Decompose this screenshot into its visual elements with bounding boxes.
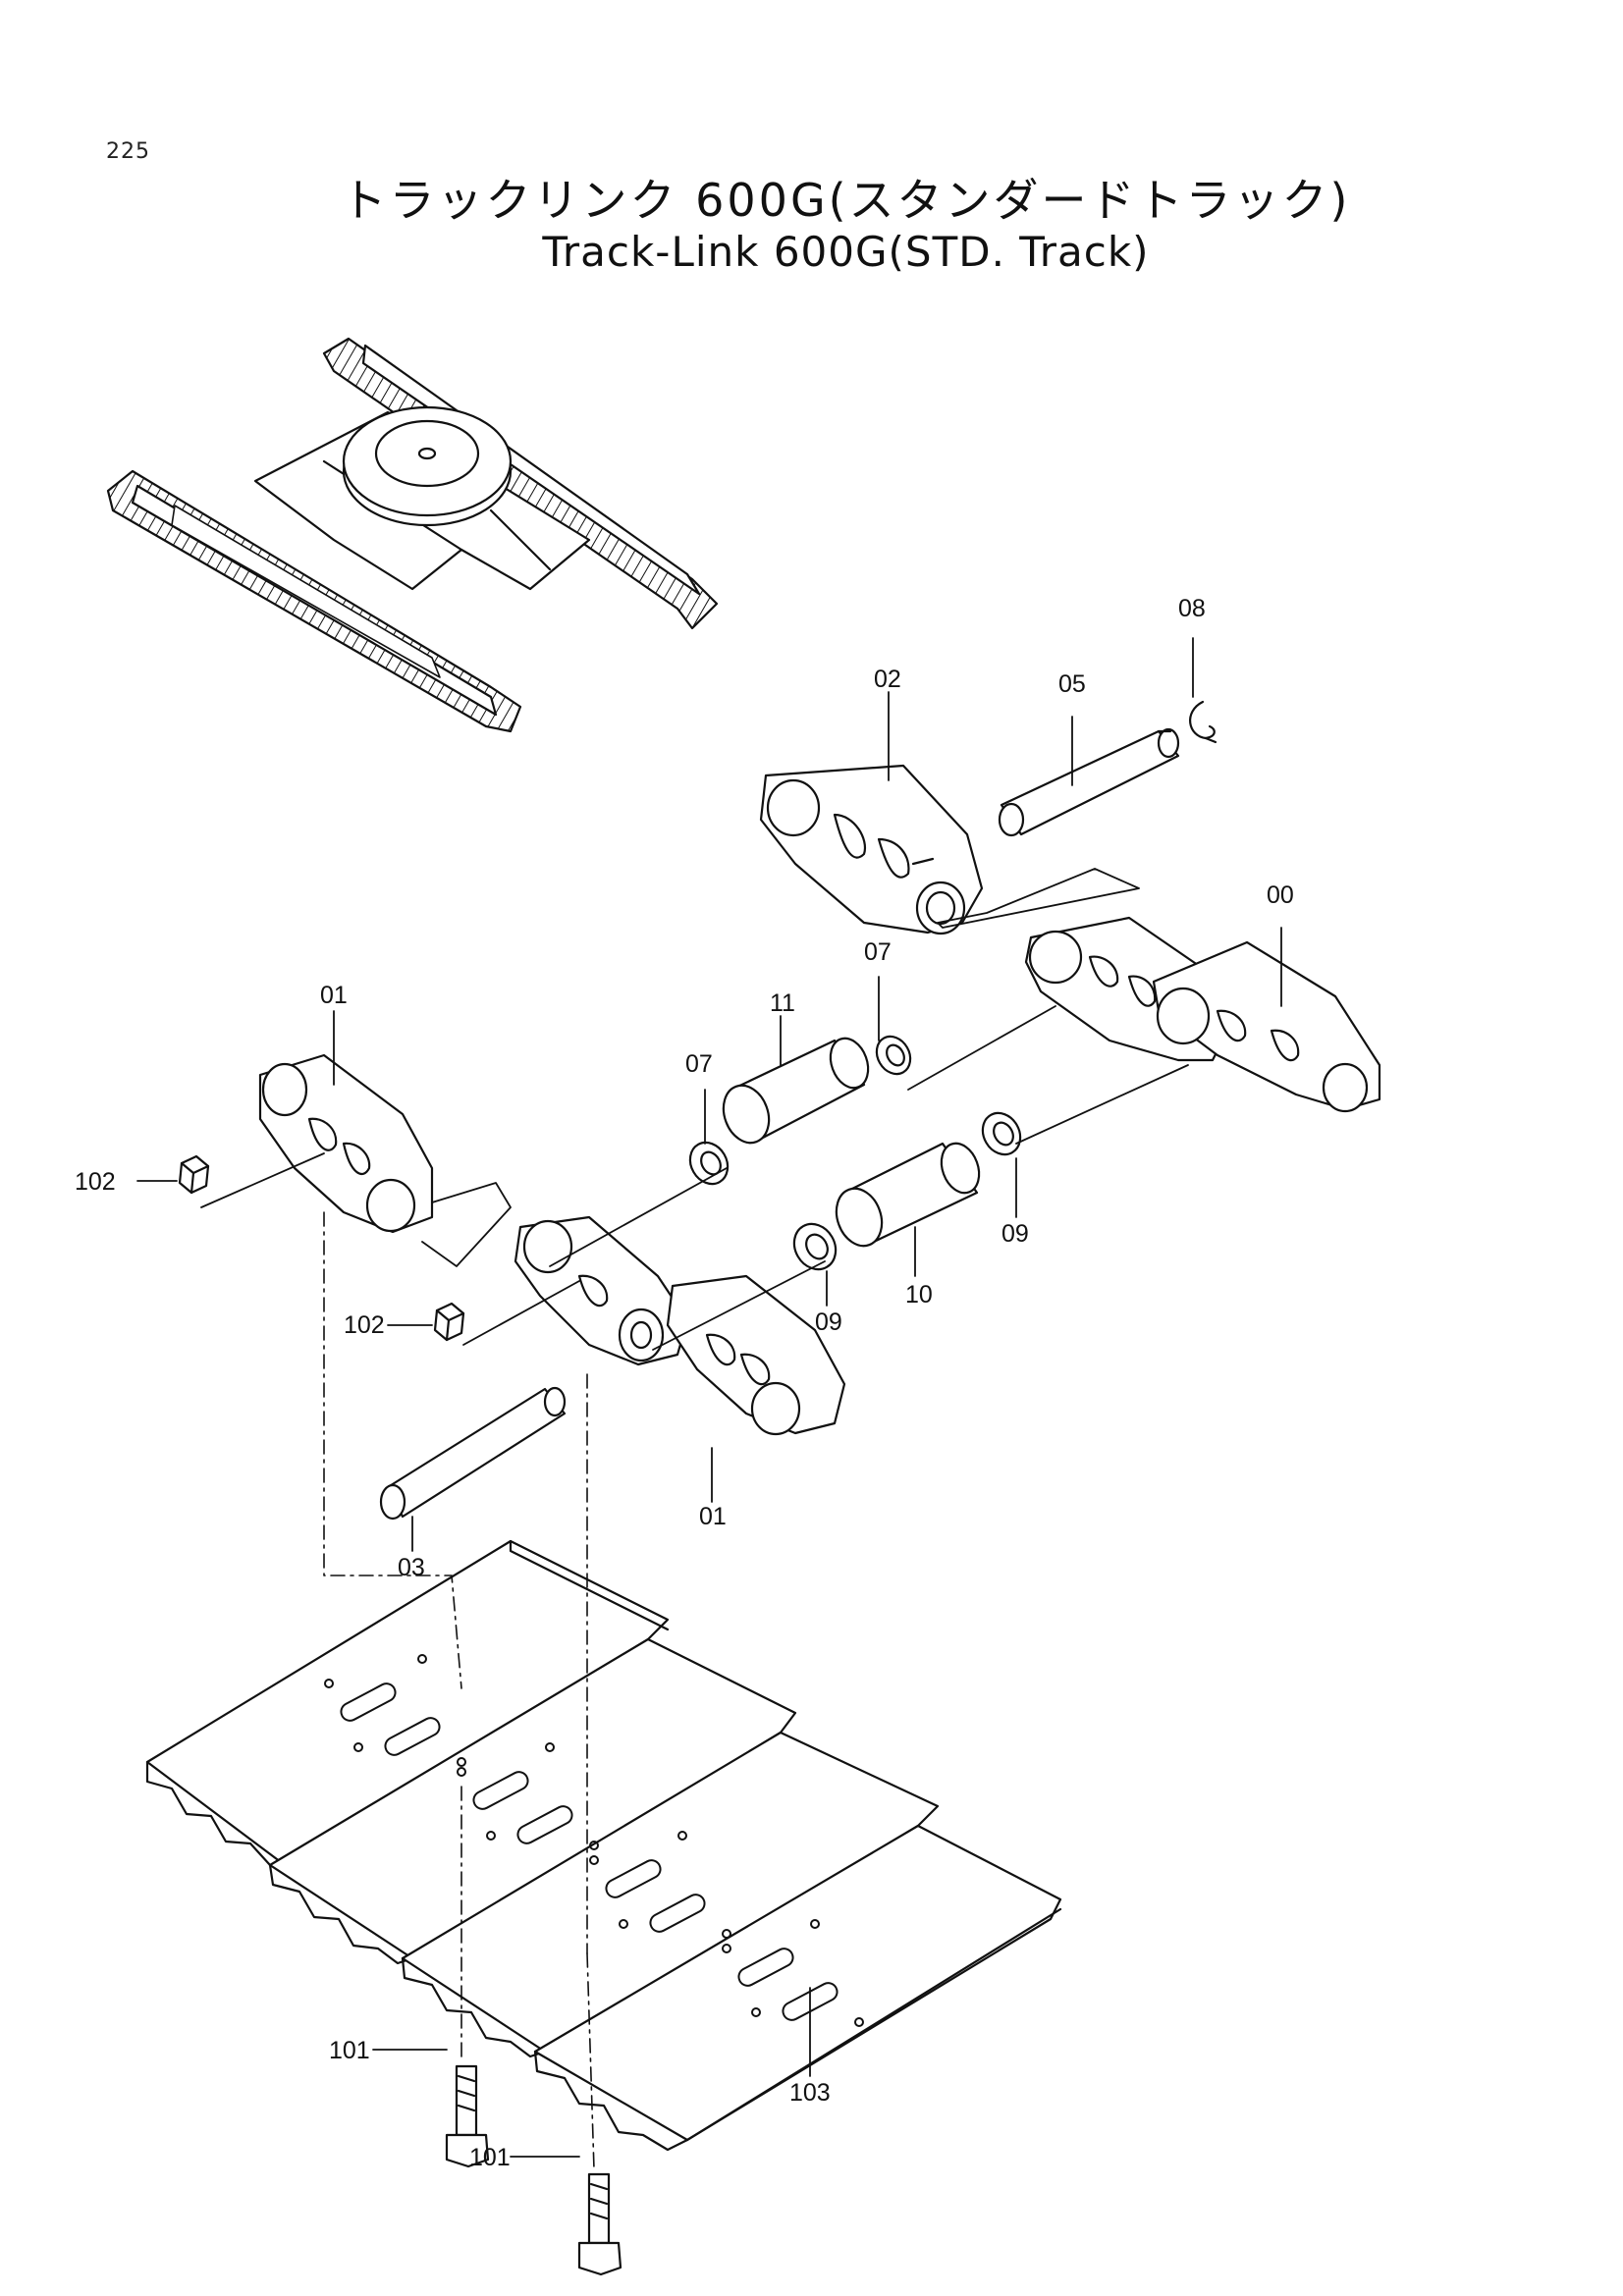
page-title-japanese: トラックリンク 600G(スタンダードトラック)	[341, 174, 1351, 227]
bushing-11	[722, 1037, 870, 1145]
page-title-english: Track-Link 600G(STD. Track)	[542, 228, 1150, 276]
callout-09-middle: 09	[815, 1308, 842, 1336]
callout-08: 08	[1178, 595, 1206, 622]
callout-11: 11	[770, 989, 795, 1017]
callout-02: 02	[874, 666, 901, 693]
link-00	[1024, 916, 1381, 1113]
callout-03: 03	[398, 1554, 425, 1581]
link-01-upper	[258, 1053, 434, 1234]
nut-102-lower	[433, 1302, 465, 1342]
callout-07-upper: 07	[864, 938, 892, 966]
center-lines	[323, 1211, 595, 2170]
seal-09-right	[981, 1111, 1022, 1156]
callout-103: 103	[789, 2079, 831, 2107]
pin-05	[998, 727, 1180, 837]
callout-102-upper: 102	[75, 1168, 116, 1196]
callout-00: 00	[1267, 881, 1294, 909]
callout-10: 10	[905, 1281, 933, 1308]
undercarriage-illustration	[106, 337, 719, 733]
bolt-101-right	[577, 2172, 622, 2276]
nut-102-upper	[178, 1154, 210, 1195]
leader-lines	[136, 637, 1282, 2158]
callout-01-center: 01	[699, 1503, 727, 1530]
link-02	[759, 764, 984, 935]
track-shoes-103	[145, 1539, 1062, 2152]
page-number: 225	[106, 139, 150, 164]
seal-07-upper	[875, 1035, 912, 1076]
pin-03	[379, 1386, 567, 1521]
bushing-10	[835, 1142, 981, 1248]
callout-labels: 02 05 08 00 07 01 11 07 09 10 09 102 102…	[75, 595, 1294, 2171]
callout-09-right: 09	[1001, 1220, 1029, 1248]
seal-09-middle	[792, 1222, 838, 1271]
callout-101-left: 101	[329, 2037, 370, 2064]
callout-101-right: 101	[469, 2144, 511, 2171]
snap-ring-08	[1189, 700, 1217, 744]
callout-102-lower: 102	[344, 1311, 385, 1339]
bolt-101-left	[445, 2064, 490, 2168]
callout-07-lower: 07	[685, 1050, 713, 1078]
callout-01-upper: 01	[320, 982, 348, 1009]
callout-05: 05	[1058, 670, 1086, 698]
seal-07-lower	[688, 1141, 730, 1186]
link-01-center	[514, 1215, 846, 1436]
